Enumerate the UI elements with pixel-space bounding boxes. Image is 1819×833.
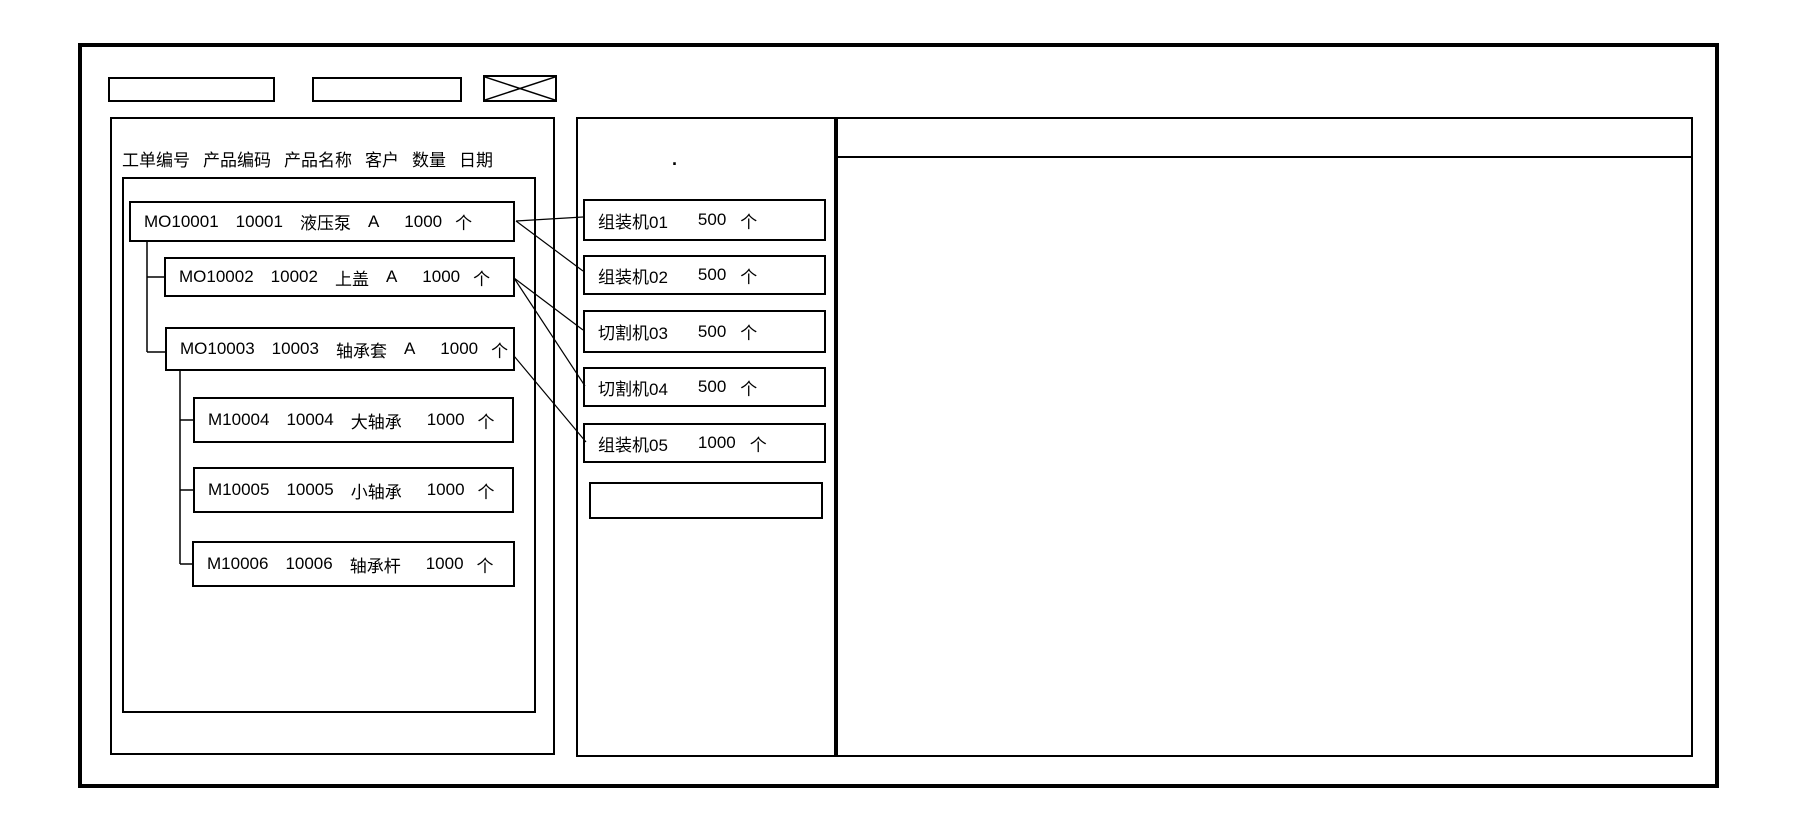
machine-qty: 1000 <box>697 433 736 452</box>
order-id: MO10002 <box>179 267 254 286</box>
order-tree-container <box>122 177 536 713</box>
machine-card-empty[interactable] <box>589 482 823 519</box>
machine-panel-dot: . <box>672 149 678 169</box>
unit: 个 <box>477 482 495 502</box>
header-product-code: 产品编码 <box>203 151 271 170</box>
product-name: 小轴承 <box>350 482 402 502</box>
machine-name: 组装机02 <box>598 267 668 287</box>
header-quantity: 数量 <box>412 151 446 170</box>
unit: 个 <box>477 412 495 432</box>
schedule-panel <box>836 117 1693 757</box>
order-id: M10004 <box>208 410 270 429</box>
order-card-m10005[interactable]: M10005 10005 小轴承 1000 个 <box>193 467 514 513</box>
customer: A <box>385 267 398 286</box>
order-id: M10006 <box>207 554 269 573</box>
product-code: 10004 <box>286 410 334 429</box>
machine-card-04[interactable]: 切割机04 500 个 <box>583 367 826 407</box>
header-order-id: 工单编号 <box>122 151 190 170</box>
machine-qty: 500 <box>697 265 727 284</box>
order-card-mo10003[interactable]: MO10003 10003 轴承套 A 1000 个 <box>165 327 515 371</box>
product-name: 液压泵 <box>299 214 351 233</box>
header-product-name: 产品名称 <box>284 151 352 170</box>
machine-card-03[interactable]: 切割机03 500 个 <box>583 310 826 353</box>
x-cross-icon <box>484 76 556 101</box>
schedule-panel-header <box>836 117 1693 158</box>
machine-name: 组装机01 <box>598 212 668 232</box>
quantity: 1000 <box>422 267 461 286</box>
unit: 个 <box>455 214 473 233</box>
order-id: M10005 <box>208 480 270 499</box>
machine-name: 组装机05 <box>598 435 668 455</box>
quantity: 1000 <box>425 554 464 573</box>
product-code: 10003 <box>271 339 319 358</box>
machine-card-02[interactable]: 组装机02 500 个 <box>583 255 826 295</box>
machine-unit: 个 <box>749 435 767 455</box>
order-id: MO10003 <box>180 339 255 358</box>
customer: A <box>403 339 416 358</box>
order-card-mo10002[interactable]: MO10002 10002 上盖 A 1000 个 <box>164 257 515 297</box>
order-id: MO10001 <box>144 211 219 231</box>
quantity: 1000 <box>404 211 443 231</box>
machine-unit: 个 <box>740 379 758 399</box>
customer: A <box>367 211 380 231</box>
toolbar-field-2[interactable] <box>312 77 462 102</box>
quantity: 1000 <box>426 410 465 429</box>
machine-card-01[interactable]: 组装机01 500 个 <box>583 199 826 241</box>
machine-unit: 个 <box>740 212 758 232</box>
product-code: 10005 <box>286 480 334 499</box>
unit: 个 <box>491 341 509 361</box>
machine-unit: 个 <box>740 267 758 287</box>
toolbar-field-1[interactable] <box>108 77 275 102</box>
machine-qty: 500 <box>697 377 727 396</box>
order-card-m10004[interactable]: M10004 10004 大轴承 1000 个 <box>193 397 514 443</box>
order-card-m10006[interactable]: M10006 10006 轴承杆 1000 个 <box>192 541 515 587</box>
quantity: 1000 <box>426 480 465 499</box>
machine-qty: 500 <box>697 210 727 229</box>
machine-card-05[interactable]: 组装机05 1000 个 <box>583 423 826 463</box>
header-date: 日期 <box>459 151 493 170</box>
product-code: 10001 <box>235 211 283 231</box>
product-name: 轴承套 <box>335 341 387 361</box>
product-code: 10006 <box>285 554 333 573</box>
machine-name: 切割机04 <box>598 379 668 399</box>
product-name: 轴承杆 <box>349 556 401 576</box>
unit: 个 <box>473 269 491 289</box>
machine-unit: 个 <box>740 324 758 343</box>
quantity: 1000 <box>440 339 479 358</box>
unit: 个 <box>476 556 494 576</box>
order-table-headers: 工单编号 产品编码 产品名称 客户 数量 日期 <box>122 146 493 171</box>
crossed-box-button[interactable] <box>483 75 557 102</box>
product-name: 上盖 <box>334 269 369 289</box>
product-code: 10002 <box>270 267 318 286</box>
order-card-mo10001[interactable]: MO10001 10001 液压泵 A 1000 个 <box>129 201 515 242</box>
product-name: 大轴承 <box>350 412 402 432</box>
header-customer: 客户 <box>365 151 399 170</box>
machine-name: 切割机03 <box>598 324 668 343</box>
machine-qty: 500 <box>697 321 727 341</box>
